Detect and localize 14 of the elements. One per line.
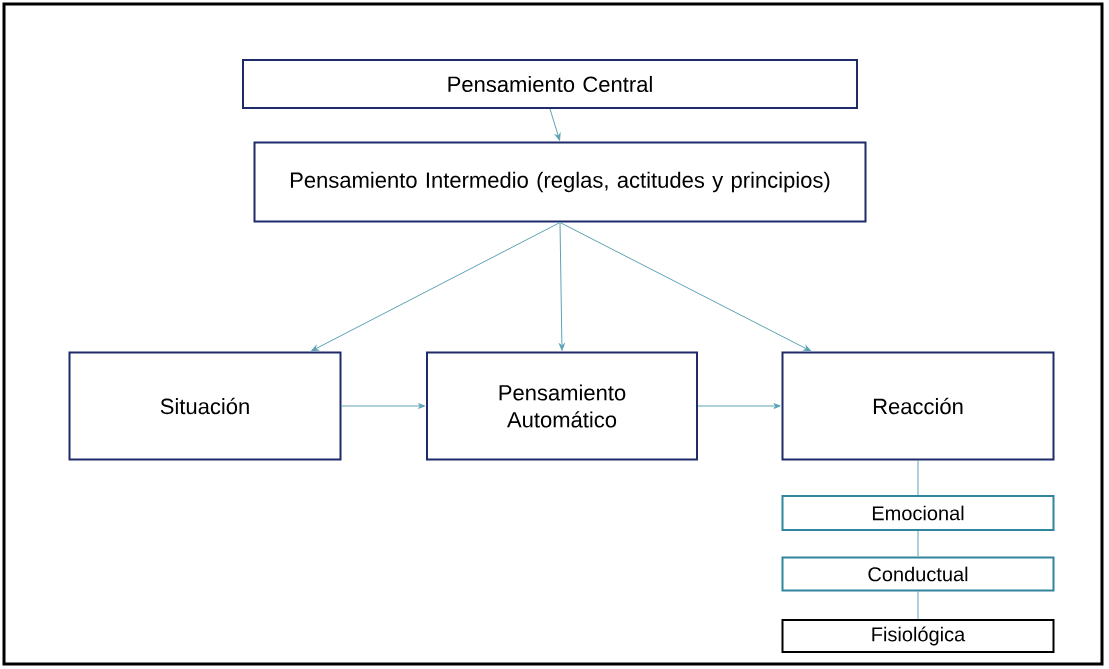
arrow (559, 222, 565, 351)
process-box: Pensamiento Intermedio (reglas, actitudes y principios) (253, 141, 867, 223)
arrow (559, 222, 811, 352)
process-box: Situación (68, 351, 342, 461)
process-box: Pensamiento Automático (426, 351, 698, 461)
process-box: Fisiológica (781, 619, 1055, 653)
process-box: Pensamiento Central (242, 59, 858, 109)
arrow (697, 403, 781, 409)
arrow (549, 108, 561, 141)
process-box: Reacción (781, 351, 1055, 461)
process-box: Conductual (781, 556, 1055, 592)
process-box: Emocional (781, 495, 1055, 531)
arrow (341, 403, 426, 409)
arrow (311, 222, 561, 352)
